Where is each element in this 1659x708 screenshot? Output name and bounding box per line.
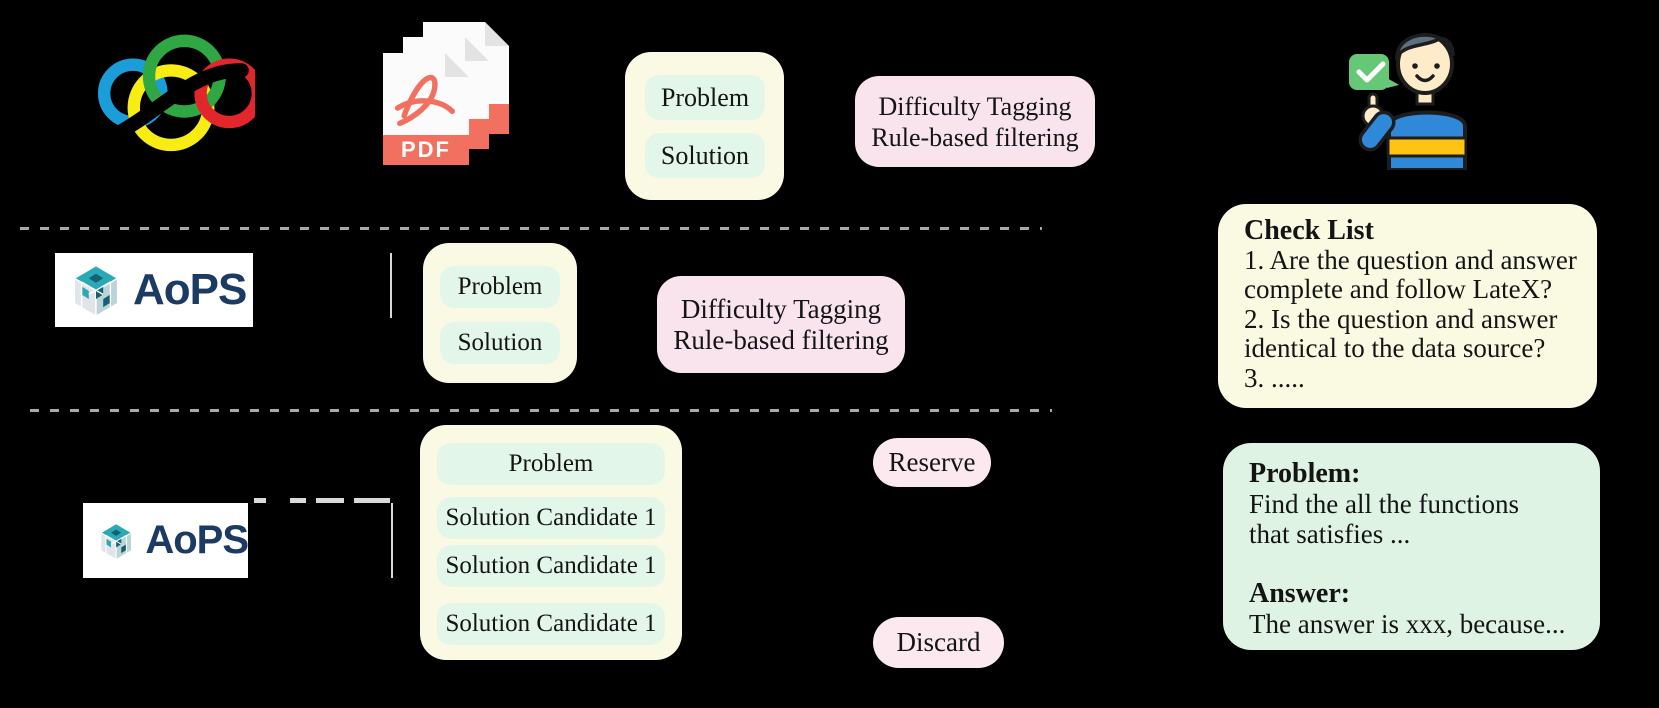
reserve-pill: Reserve [873, 438, 991, 487]
filter-line-2: Rule-based filtering [871, 122, 1079, 152]
solution-pill: Solution [645, 133, 765, 178]
logo-remnant-dash [290, 498, 306, 503]
solution-candidate-pill: Solution Candidate 1 [437, 497, 665, 539]
logo-remnant-line [390, 253, 392, 318]
aops-cube-icon [73, 264, 119, 318]
example-problem-label: Problem: [1249, 458, 1361, 489]
adobe-ribbon-icon [391, 61, 461, 131]
row1-filter-box: Difficulty Tagging Rule-based filtering [855, 76, 1095, 167]
solution-pill: Solution [440, 322, 560, 364]
human-reviewer-icon [1345, 12, 1468, 175]
aops-logo: AoPS [55, 253, 253, 327]
logo-remnant-dash [254, 498, 266, 503]
pdf-file-icon: PDF [383, 53, 469, 165]
checklist-line: complete and follow LateX? [1244, 274, 1553, 304]
logo-remnant-dash [316, 498, 344, 503]
checklist-line: 3. ..... [1244, 362, 1305, 393]
example-answer-label: Answer: [1249, 578, 1351, 609]
example-box: Problem: Find the all the functions that… [1223, 443, 1600, 650]
filter-line-1: Difficulty Tagging [680, 293, 882, 324]
logo-remnant-line [391, 503, 393, 578]
separator-dashed-line [30, 409, 1052, 412]
discard-pill: Discard [873, 617, 1004, 668]
pdf-stack: PDF [383, 22, 513, 174]
solution-candidate-pill: Solution Candidate 1 [437, 545, 665, 587]
example-problem-line: Find the all the functions [1249, 489, 1519, 519]
aops-logo: AoPS [83, 503, 249, 578]
row1-pair-box: Problem Solution [625, 52, 784, 200]
problem-pill: Problem [437, 443, 665, 485]
checklist-title: Check List [1244, 215, 1374, 246]
pdf-label: PDF [383, 135, 469, 165]
solution-candidate-pill: Solution Candidate 1 [437, 603, 665, 645]
imo-rings-icon [45, 8, 265, 178]
problem-pill: Problem [645, 75, 765, 120]
row2-filter-box: Difficulty Tagging Rule-based filtering [657, 276, 905, 373]
candidates-box: Problem Solution Candidate 1 Solution Ca… [420, 425, 682, 660]
checkmark-bubble-icon [1349, 54, 1399, 90]
page-fold-icon [485, 22, 509, 46]
example-answer-line: The answer is xxx, because... [1249, 609, 1566, 639]
aops-wordmark: AoPS [145, 518, 249, 562]
problem-pill: Problem [440, 266, 560, 308]
checklist-line: 1. Are the question and answer [1244, 244, 1577, 275]
aops-cube-icon [99, 522, 133, 560]
separator-dashed-line [20, 227, 1042, 230]
logo-remnant-dash [354, 498, 390, 503]
blank-line [1249, 549, 1590, 579]
checklist-line: identical to the data source? [1244, 333, 1546, 363]
aops-wordmark: AoPS [133, 265, 247, 314]
filter-line-1: Difficulty Tagging [878, 91, 1072, 121]
checklist-line: 2. Is the question and answer [1244, 303, 1558, 334]
filter-line-2: Rule-based filtering [673, 324, 889, 355]
row2-pair-box: Problem Solution [423, 243, 577, 383]
example-problem-line: that satisfies ... [1249, 519, 1411, 549]
checklist-box: Check List 1. Are the question and answe… [1218, 204, 1597, 408]
